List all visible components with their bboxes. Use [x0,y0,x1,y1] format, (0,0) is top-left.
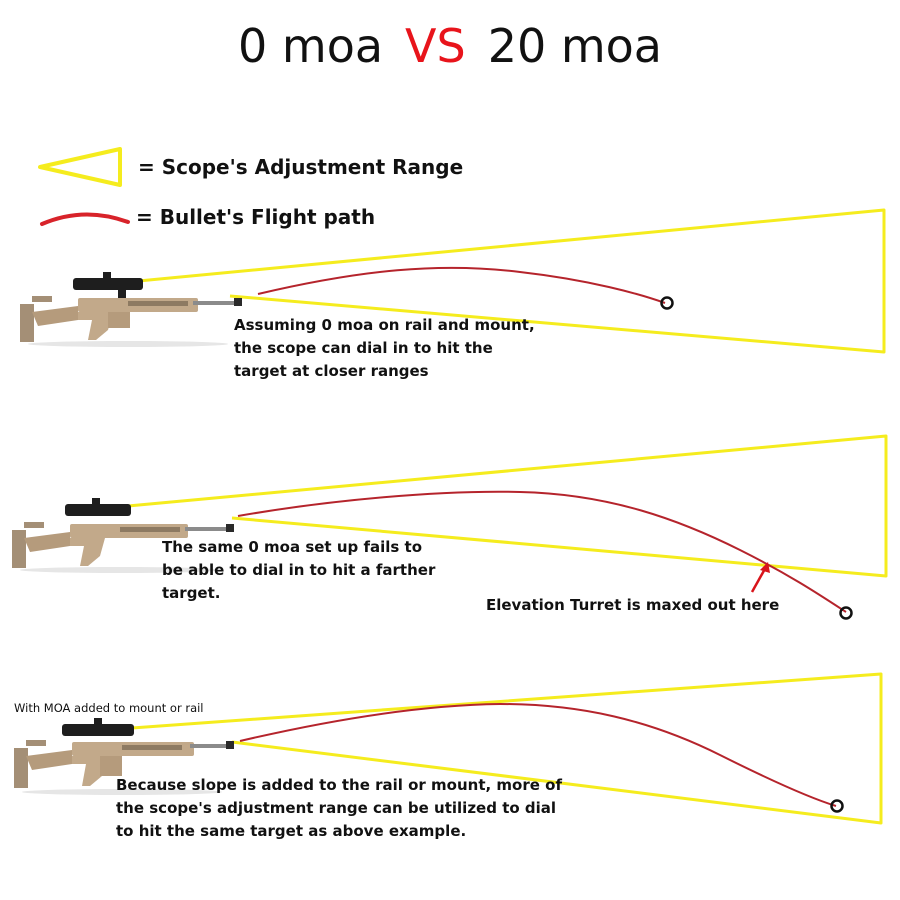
panel-1-target-icon [660,296,674,310]
title-left: 0 moa [238,19,384,73]
panel-1-flight-path [257,266,666,304]
panel-1-scope-range [127,208,886,354]
title-right: 20 moa [487,19,662,73]
panel-3-flight-path [239,702,837,807]
maxed-out-arrow-icon [750,562,770,593]
rifle-illustration-3 [14,718,234,795]
legend-label-flight-path: = Bullet's Flight path [136,205,376,229]
legend-label-scope-range: = Scope's Adjustment Range [138,155,464,179]
rifle-illustration-1 [20,272,242,347]
panel-2-target-icon [839,606,853,620]
panel-3-caption: Because slope is added to the rail or mo… [116,776,562,840]
panel-3-header: With MOA added to mount or rail [14,701,204,715]
legend-scope-range: = Scope's Adjustment Range [36,146,463,188]
legend-flight-path: = Bullet's Flight path [36,202,375,232]
panel-2-caption: The same 0 moa set up fails to be able t… [162,538,436,602]
elevation-turret-annotation: Elevation Turret is maxed out here [486,596,780,614]
panel-3-target-icon [830,799,844,813]
yellow-triangle-icon [38,147,122,187]
panel-1-caption: Assuming 0 moa on rail and mount, the sc… [234,316,535,380]
panel-3-scope-range [131,672,883,825]
panel-2-flight-path [237,490,847,613]
panel-2-scope-range [127,434,888,578]
title-vs: VS [405,19,466,73]
red-curve-icon [40,212,130,226]
page-title: 0 moa VS 20 moa [0,14,900,78]
rifle-illustration-2 [12,498,234,573]
